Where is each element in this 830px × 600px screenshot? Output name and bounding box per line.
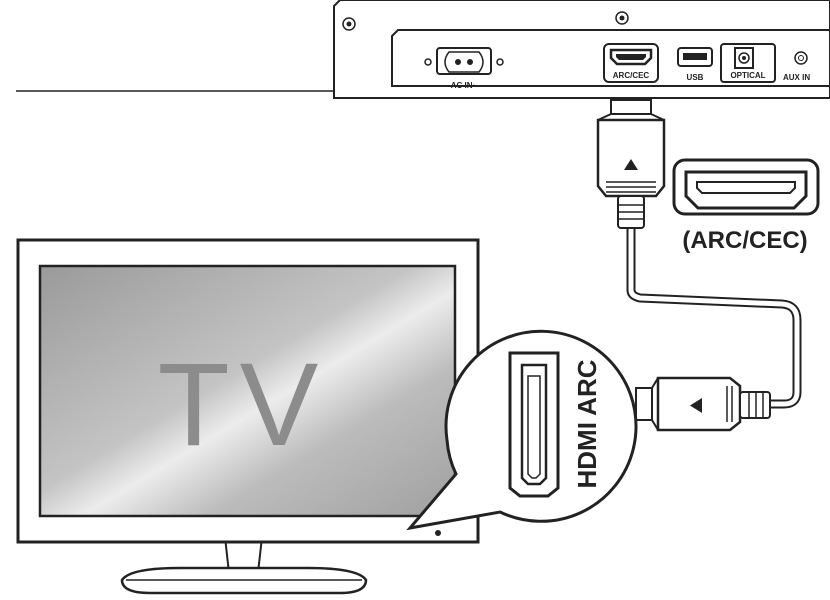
hdmi-arc-callout: HDMI ARC	[406, 329, 638, 531]
triangle-marker-icon	[690, 398, 702, 413]
connector-callout-label: (ARC/CEC)	[682, 227, 807, 254]
arc-cec-port: ARC/CEC	[603, 43, 659, 83]
aux-in-label: AUX IN	[783, 73, 810, 82]
usb-label: USB	[687, 73, 704, 82]
arc-cec-port-label: ARC/CEC	[613, 71, 650, 80]
usb-port: USB	[677, 47, 713, 82]
optical-port: OPTICAL	[720, 43, 776, 83]
hdmi-plug-side	[635, 376, 771, 432]
hdmi-cable	[596, 99, 802, 432]
screw-icon	[615, 11, 629, 25]
screw-icon	[342, 17, 356, 31]
triangle-marker-icon	[624, 159, 638, 170]
tv-power-led	[435, 530, 441, 536]
aux-in-port: AUX IN	[783, 51, 810, 82]
optical-label: OPTICAL	[730, 71, 765, 80]
connector-callout: (ARC/CEC)	[672, 158, 820, 254]
ac-in-port: AC IN~	[424, 47, 504, 90]
television: TV	[16, 238, 480, 595]
tv-screen-text: TV	[158, 339, 329, 471]
tv-screen	[38, 264, 457, 518]
hdmi-arc-port-label: HDMI ARC	[572, 359, 602, 488]
hdmi-plug-top	[596, 99, 666, 229]
soundbar: AC IN~ ARC/CEC USB OPTICAL AUX IN	[16, 0, 830, 99]
ac-in-label: AC IN~	[451, 81, 478, 90]
